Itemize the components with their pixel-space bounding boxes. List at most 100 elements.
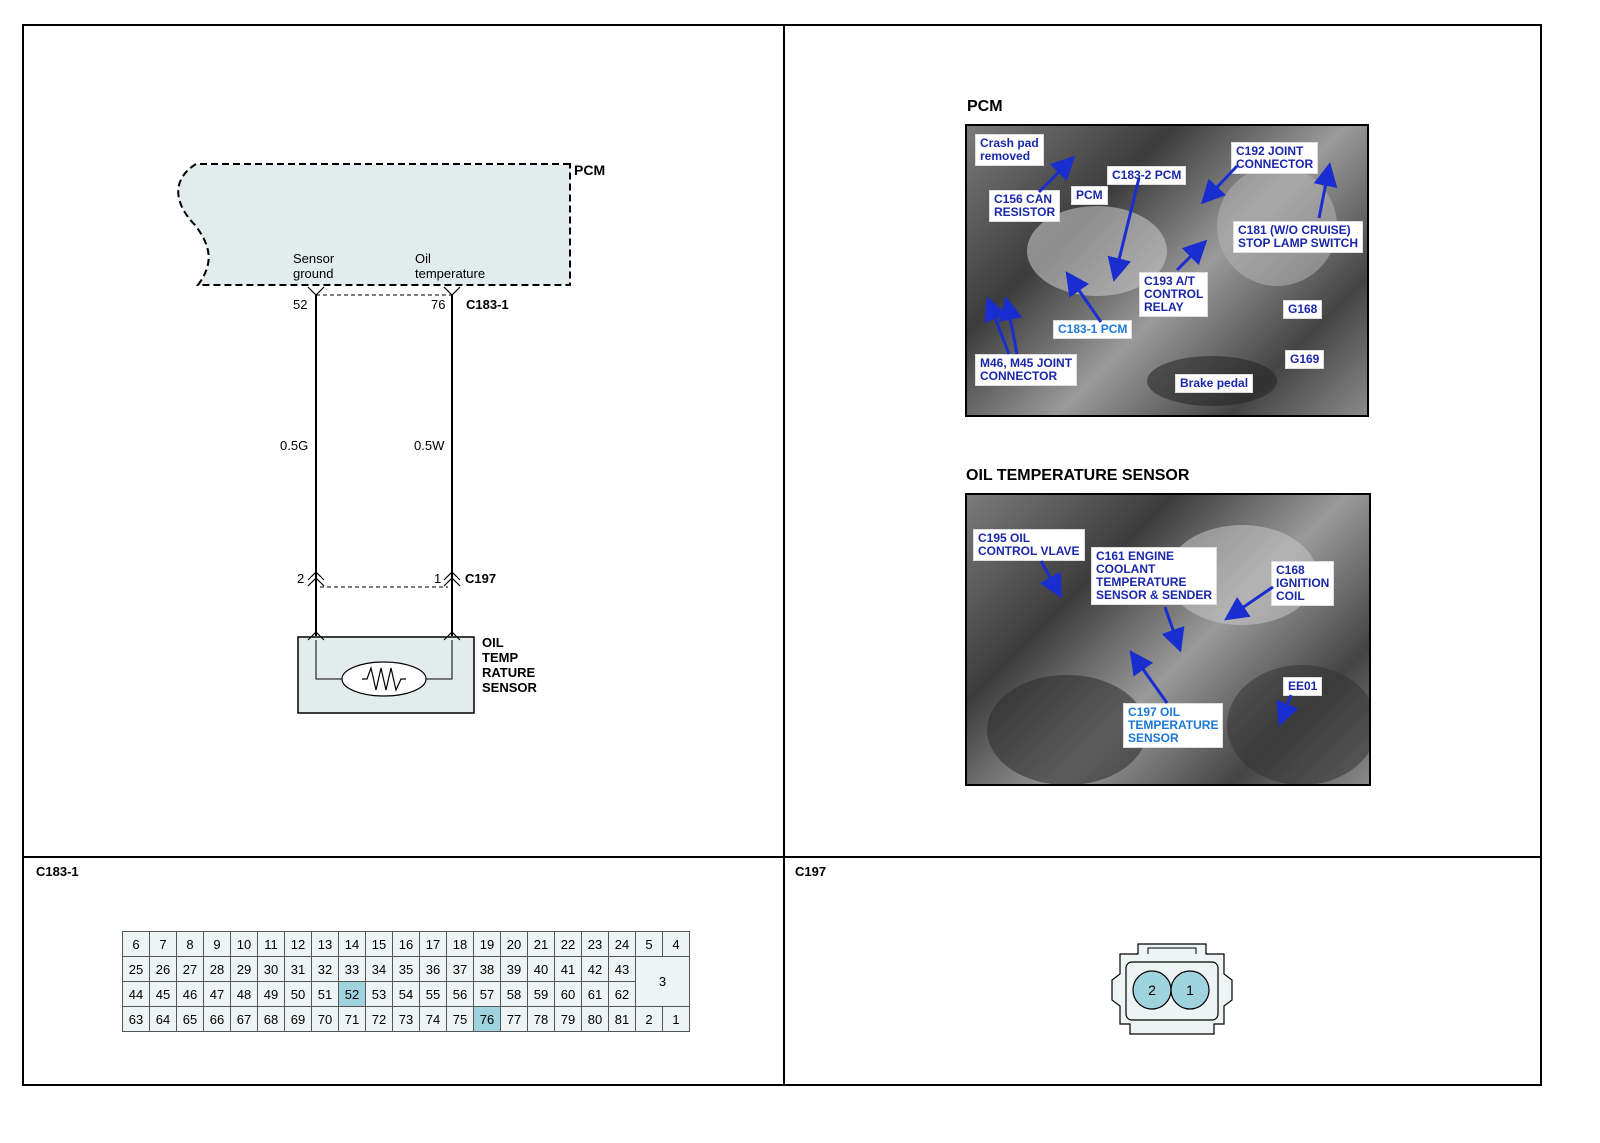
connector-pin-cell: 35 bbox=[392, 956, 420, 982]
connector-pin-cell: 53 bbox=[365, 981, 393, 1007]
connector-pin-cell: 12 bbox=[284, 931, 312, 957]
oil-temp-label-2: temperature bbox=[415, 266, 485, 281]
connector-pin-cell: 37 bbox=[446, 956, 474, 982]
sensor-pin-left bbox=[307, 631, 325, 641]
connector-pin-cell: 33 bbox=[338, 956, 366, 982]
pin-left-bottom-symbol bbox=[307, 571, 325, 587]
connector-pin-cell: 49 bbox=[257, 981, 285, 1007]
pin-left-top-symbol bbox=[307, 286, 325, 296]
connector-pin-cell: 11 bbox=[257, 931, 285, 957]
connector-pin-cell: 43 bbox=[608, 956, 636, 982]
wiring-schematic: PCM Sensor ground Oil temperature 52 76 … bbox=[177, 162, 605, 714]
vertical-divider bbox=[783, 24, 785, 1086]
c183-section-title: C183-1 bbox=[36, 864, 79, 879]
connector-pin-cell: 68 bbox=[257, 1006, 285, 1032]
pin-right-bottom-symbol bbox=[443, 571, 461, 587]
sensor-label-2: TEMP bbox=[482, 650, 518, 665]
connector-pin-cell: 9 bbox=[203, 931, 231, 957]
connector-pin-cell: 14 bbox=[338, 931, 366, 957]
connector-pin-cell: 38 bbox=[473, 956, 501, 982]
connector-pin-cell: 40 bbox=[527, 956, 555, 982]
connector-pin-cell: 72 bbox=[365, 1006, 393, 1032]
connector-pin-cell: 62 bbox=[608, 981, 636, 1007]
connector-pin-cell: 20 bbox=[500, 931, 528, 957]
sensor-photo-title: OIL TEMPERATURE SENSOR bbox=[966, 467, 1190, 484]
connector-pin-cell: 21 bbox=[527, 931, 555, 957]
connector-pin-cell: 66 bbox=[203, 1006, 231, 1032]
connector-pin-cell: 61 bbox=[581, 981, 609, 1007]
c197-connector-face: 2 1 bbox=[1111, 943, 1233, 1035]
connector-bottom-label: C197 bbox=[465, 571, 496, 586]
sensor-label-1: OIL bbox=[482, 635, 504, 650]
connector-pin-cell: 64 bbox=[149, 1006, 177, 1032]
sensor-internal-wire-2 bbox=[426, 640, 453, 680]
photo-shade bbox=[987, 675, 1147, 784]
connector-pin-cell: 45 bbox=[149, 981, 177, 1007]
connector-pin-cell: 65 bbox=[176, 1006, 204, 1032]
connector-pin-cell: 19 bbox=[473, 931, 501, 957]
connector-pin-cell: 16 bbox=[392, 931, 420, 957]
connector-pin-cell: 1 bbox=[662, 1006, 690, 1032]
callout-c197: C197 OIL TEMPERATURE SENSOR bbox=[1123, 703, 1224, 748]
callout-c168: C168 IGNITION COIL bbox=[1271, 561, 1335, 606]
pcm-photo-arrows bbox=[984, 155, 1338, 355]
pin-right-top: 76 bbox=[431, 297, 445, 312]
pin-left-bottom: 2 bbox=[297, 571, 304, 586]
connector-pin-cell: 39 bbox=[500, 956, 528, 982]
connector-top-label: C183-1 bbox=[466, 297, 509, 312]
wire-left-label: 0.5G bbox=[280, 438, 308, 453]
connector-pin-cell: 34 bbox=[365, 956, 393, 982]
connector-pin-cell: 42 bbox=[581, 956, 609, 982]
connector-pin-cell: 52 bbox=[338, 981, 366, 1007]
connector-pin-cell: 25 bbox=[122, 956, 150, 982]
connector-pin-cell: 51 bbox=[311, 981, 339, 1007]
connector-pin-cell: 4 bbox=[662, 931, 690, 957]
connector-pin-cell: 55 bbox=[419, 981, 447, 1007]
callout-c193: C193 A/T CONTROL RELAY bbox=[1139, 272, 1209, 317]
sensor-photo-arrows bbox=[1039, 560, 1299, 727]
connector-pin-cell: 28 bbox=[203, 956, 231, 982]
c197-pin-1 bbox=[1170, 970, 1210, 1010]
callout-g169: G169 bbox=[1285, 350, 1325, 369]
pcm-module-box bbox=[177, 163, 571, 286]
pcm-location-photo: Crash pad removed C156 CAN RESISTOR PCM … bbox=[965, 124, 1369, 417]
callout-c161: C161 ENGINE COOLANT TEMPERATURE SENSOR &… bbox=[1091, 547, 1218, 605]
pin-right-top-symbol bbox=[443, 286, 461, 296]
connector-pin-cell: 27 bbox=[176, 956, 204, 982]
sensor-ground-label-2: ground bbox=[293, 266, 333, 281]
connector-pin-cell: 8 bbox=[176, 931, 204, 957]
connector-pin-cell: 18 bbox=[446, 931, 474, 957]
connector-pin-cell: 15 bbox=[365, 931, 393, 957]
pcm-photo-title: PCM bbox=[967, 98, 1003, 115]
connector-pin-cell: 73 bbox=[392, 1006, 420, 1032]
connector-pin-cell: 77 bbox=[500, 1006, 528, 1032]
callout-crash-pad: Crash pad removed bbox=[975, 134, 1044, 166]
sensor-internal-wire bbox=[315, 640, 342, 680]
connector-pin-cell: 31 bbox=[284, 956, 312, 982]
callout-m46-m45: M46, M45 JOINT CONNECTOR bbox=[975, 354, 1078, 386]
connector-pin-cell: 24 bbox=[608, 931, 636, 957]
c197-section-title: C197 bbox=[795, 864, 827, 879]
connector-pin-cell: 5 bbox=[635, 931, 663, 957]
connector-pin-cell: 23 bbox=[581, 931, 609, 957]
connector-pin-cell: 10 bbox=[230, 931, 258, 957]
connector-pin-cell: 32 bbox=[311, 956, 339, 982]
callout-c183-2: C183-2 PCM bbox=[1107, 166, 1187, 185]
connector-pin-cell: 36 bbox=[419, 956, 447, 982]
c197-pin-2-label: 2 bbox=[1148, 982, 1156, 998]
c197-pin-1-label: 1 bbox=[1186, 982, 1194, 998]
connector-pin-cell: 56 bbox=[446, 981, 474, 1007]
pcm-label: PCM bbox=[574, 162, 605, 178]
connector-pin-cell: 7 bbox=[149, 931, 177, 957]
connector-pin-cell: 71 bbox=[338, 1006, 366, 1032]
callout-ee01: EE01 bbox=[1283, 677, 1323, 696]
callout-c192: C192 JOINT CONNECTOR bbox=[1231, 142, 1319, 174]
oil-temp-label: Oil bbox=[415, 251, 431, 266]
callout-c156: C156 CAN RESISTOR bbox=[989, 190, 1061, 222]
connector-pin-cell: 69 bbox=[284, 1006, 312, 1032]
pin-right-bottom: 1 bbox=[434, 571, 441, 586]
connector-pin-cell: 41 bbox=[554, 956, 582, 982]
